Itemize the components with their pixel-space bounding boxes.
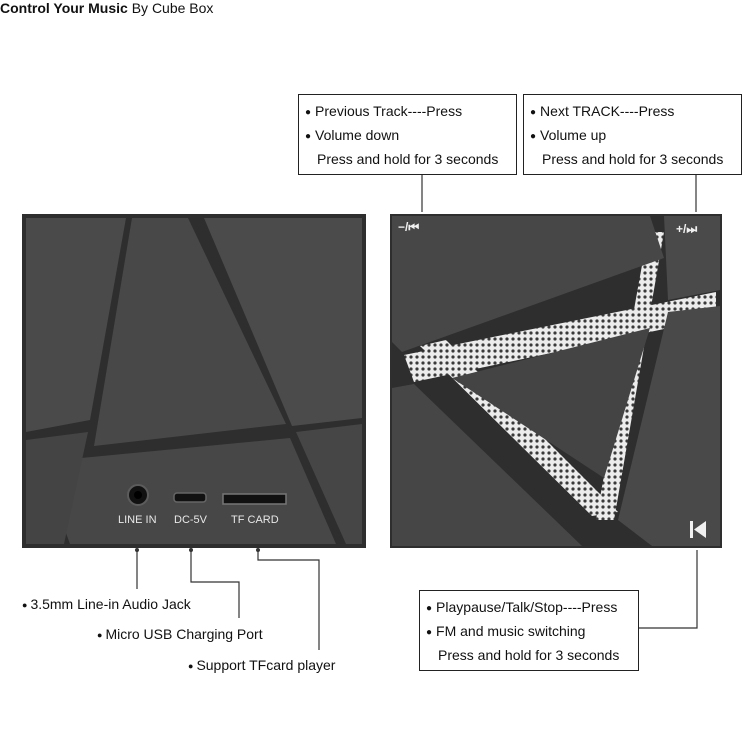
caption-usb-text: Micro USB Charging Port [105,626,263,642]
right-cube-panel-right-upper [664,216,720,300]
callout-play-line3: Press and hold for 3 seconds [438,647,620,663]
right-cube-panel-bottom-right [618,306,720,546]
left-cube-panel-bottom [40,438,336,544]
port-label-tf: TF CARD [231,514,279,526]
play-pause-icon[interactable] [690,521,706,538]
right-cube-panel-bottom-left [392,384,582,546]
callout-next-line2: Volume up [540,127,607,143]
right-cube-panel-top [392,216,664,352]
caption-tf-text: Support TFcard player [196,657,336,673]
left-cube-panel-right-top [204,218,362,426]
port-label-dc: DC-5V [174,514,208,526]
left-cube-panel-left-bottom [26,432,88,544]
callout-previous-track: ●Previous Track----Press ●Volume down Pr… [298,94,517,175]
right-cube: −/⏮ +/⏭ [390,214,722,548]
left-cube-panel-left [26,218,126,432]
callout-previous-line1: Previous Track----Press [315,103,463,119]
micro-usb-port [173,492,207,503]
leader-lines [135,175,698,650]
callout-next-line1: Next TRACK----Press [540,103,675,119]
callout-play-line2: FM and music switching [436,623,586,639]
caption-line-in-jack: ●3.5mm Line-in Audio Jack [22,596,191,612]
left-cube: LINE IN DC-5V TF CARD [22,214,366,548]
left-cube-panel-center [94,218,286,446]
callout-play-line1: Playpause/Talk/Stop----Press [436,599,618,615]
callout-next-track: ●Next TRACK----Press ●Volume up Press an… [523,94,742,175]
callout-previous-line2: Volume down [315,127,400,143]
title-main: Control Your Music [0,0,128,16]
prev-volume-down-control[interactable]: −/⏮ [398,220,419,234]
callout-next-line3: Press and hold for 3 seconds [542,151,724,167]
left-cube-panel-right-bottom [296,424,362,544]
title-sub: By Cube Box [131,0,214,16]
page-title: Control Your Music By Cube Box [0,0,750,16]
port-label-line-in: LINE IN [118,514,157,526]
next-volume-up-control[interactable]: +/⏭ [676,222,697,236]
tf-card-slot [222,493,287,505]
caption-jack-text: 3.5mm Line-in Audio Jack [30,596,191,612]
right-cube-panel-center [452,328,650,478]
caption-tf-card: ●Support TFcard player [188,657,336,673]
callout-play-pause: ●Playpause/Talk/Stop----Press ●FM and mu… [419,590,639,671]
caption-micro-usb: ●Micro USB Charging Port [97,626,263,642]
callout-previous-line3: Press and hold for 3 seconds [317,151,499,167]
